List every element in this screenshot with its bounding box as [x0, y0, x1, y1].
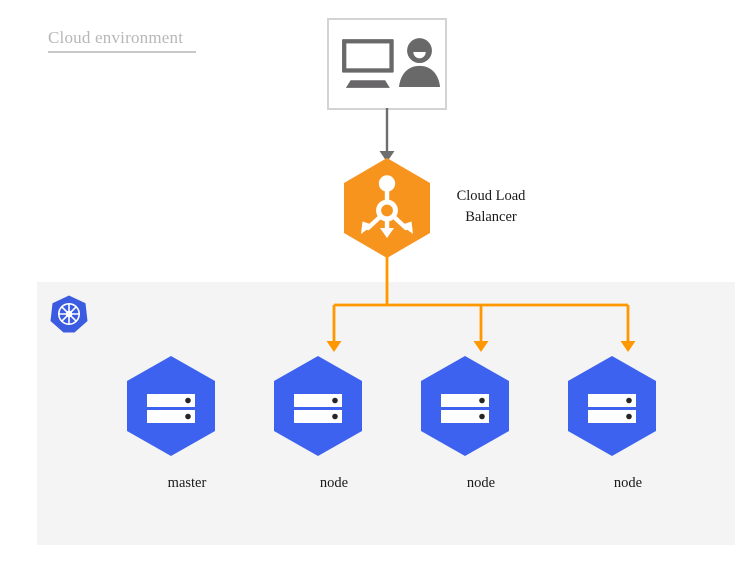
cluster-node-worker-2[interactable]: node: [421, 356, 541, 492]
kubernetes-logo-icon: [49, 294, 89, 334]
page-title-underline: [48, 51, 196, 53]
node-hexagon[interactable]: [568, 356, 656, 456]
desktop-monitor-icon: [342, 39, 394, 88]
load-balancer-label-line1: Cloud Load: [456, 188, 526, 204]
connector-load-balancer-to-nodes: [326, 256, 636, 352]
server-rack-icon: [441, 394, 489, 423]
node-hexagon[interactable]: [421, 356, 509, 456]
node-label: node: [613, 475, 643, 491]
node-label: node: [466, 475, 496, 491]
node-hexagon[interactable]: [127, 356, 215, 456]
load-balancer-label-line2: Balancer: [465, 209, 517, 225]
server-rack-icon: [294, 394, 342, 423]
cluster-node-worker-1[interactable]: node: [274, 356, 394, 492]
arrowhead-group: [326, 341, 636, 352]
user-avatar-icon: [398, 38, 441, 87]
load-balancer-hexagon[interactable]: [344, 158, 430, 258]
server-rack-icon: [588, 394, 636, 423]
client-device-box: [327, 18, 447, 110]
server-rack-icon: [147, 394, 195, 423]
cluster-node-master[interactable]: master: [127, 356, 247, 492]
node-label: master: [167, 475, 207, 491]
client-icon-group: [342, 38, 441, 88]
load-balancer-label: Cloud Load Balancer: [441, 186, 541, 228]
node-label: node: [319, 475, 349, 491]
connector-client-to-load-balancer: [379, 108, 395, 162]
cluster-node-worker-3[interactable]: node: [568, 356, 688, 492]
page-title: Cloud environment: [48, 28, 184, 47]
node-hexagon[interactable]: [274, 356, 362, 456]
